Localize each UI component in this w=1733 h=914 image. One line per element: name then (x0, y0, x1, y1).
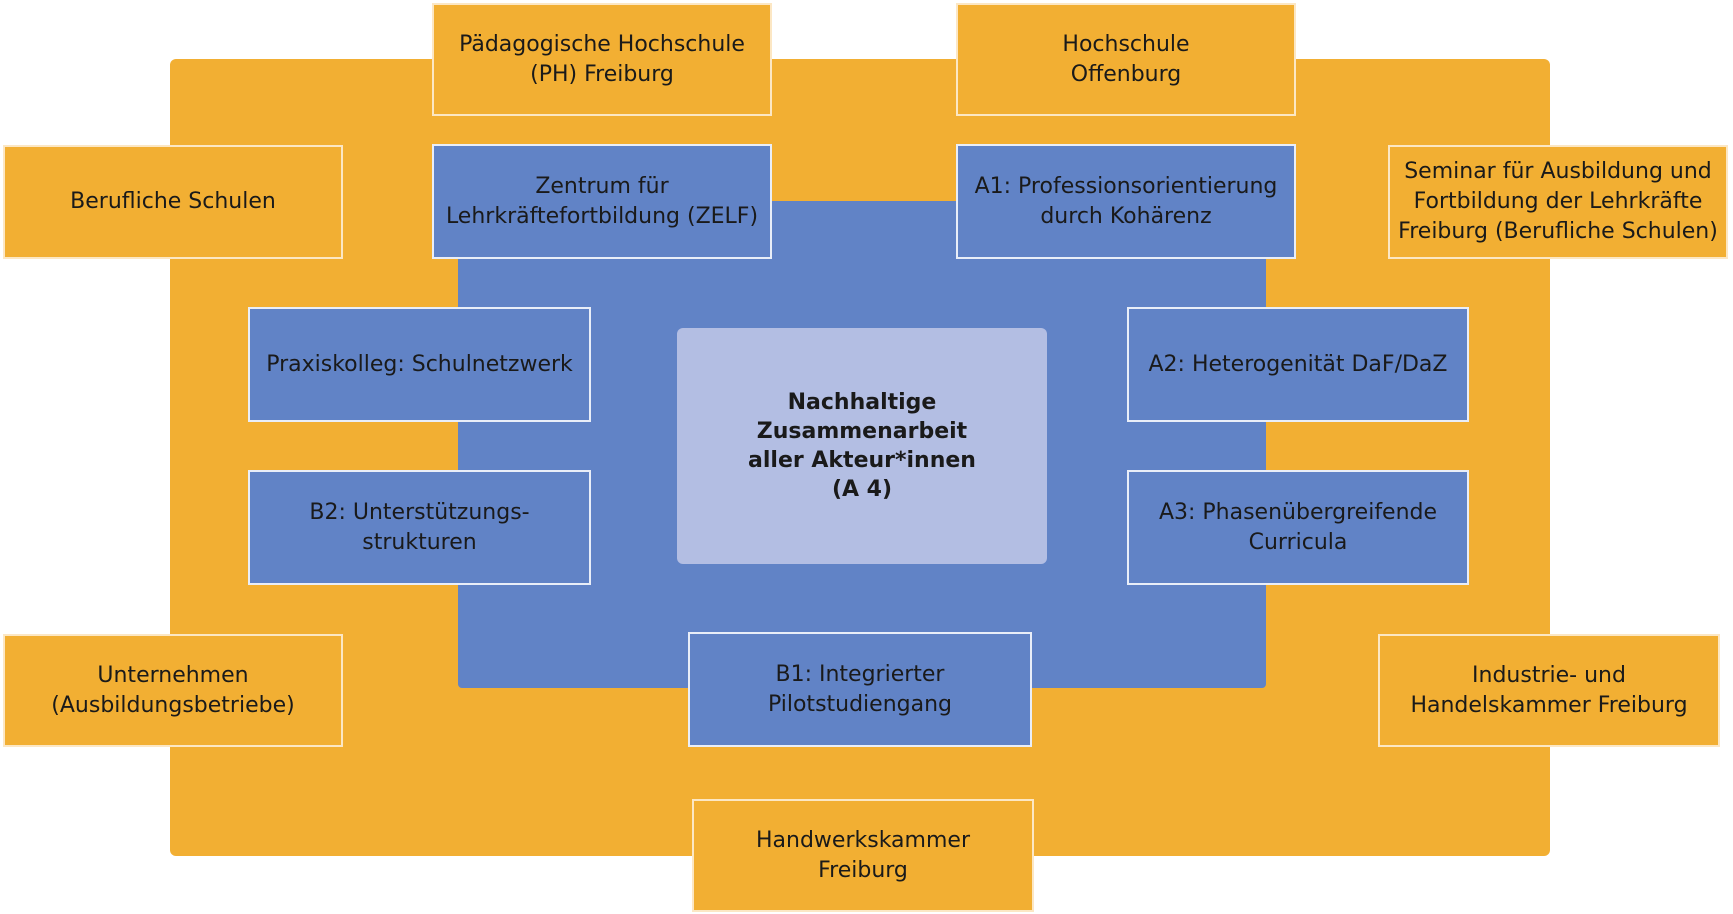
node-a1-label: A1: Professionsorientierung durch Kohäre… (974, 173, 1278, 229)
node-seminar: Seminar für Ausbildung und Fortbildung d… (1388, 145, 1728, 259)
node-b2-label: B2: Unterstützungs- strukturen (309, 499, 530, 555)
node-ph-freiburg: Pädagogische Hochschule (PH) Freiburg (432, 3, 772, 116)
node-zelf-label: Zentrum für Lehrkräftefortbildung (ZELF) (445, 173, 759, 229)
node-a1: A1: Professionsorientierung durch Kohäre… (956, 144, 1296, 259)
node-a3-label: A3: Phasenübergreifende Curricula (1158, 499, 1438, 555)
node-berufliche-schulen-label: Berufliche Schulen (70, 189, 276, 214)
node-a2: A2: Heterogenität DaF/DaZ (1127, 307, 1469, 422)
node-ihk-label: Industrie- und Handelskammer Freiburg (1410, 662, 1688, 718)
node-ph-freiburg-label: Pädagogische Hochschule (PH) Freiburg (459, 31, 745, 87)
node-unternehmen-label: Unternehmen (Ausbildungsbetriebe) (51, 662, 295, 718)
node-hochschule-offenburg: Hochschule Offenburg (956, 3, 1296, 116)
node-praxiskolleg-label: Praxiskolleg: Schulnetzwerk (266, 351, 573, 377)
node-b1: B1: Integrierter Pilotstudiengang (688, 632, 1032, 747)
node-berufliche-schulen: Berufliche Schulen (3, 145, 343, 259)
node-zelf: Zentrum für Lehrkräftefortbildung (ZELF) (432, 144, 772, 259)
node-praxiskolleg: Praxiskolleg: Schulnetzwerk (248, 307, 591, 422)
node-seminar-label: Seminar für Ausbildung und Fortbildung d… (1398, 159, 1718, 244)
node-unternehmen: Unternehmen (Ausbildungsbetriebe) (3, 634, 343, 747)
node-a3: A3: Phasenübergreifende Curricula (1127, 470, 1469, 585)
node-ihk: Industrie- und Handelskammer Freiburg (1378, 634, 1720, 747)
node-handwerkskammer-label: Handwerkskammer Freiburg (756, 827, 970, 883)
node-b1-label: B1: Integrierter Pilotstudiengang (767, 661, 953, 717)
node-b2: B2: Unterstützungs- strukturen (248, 470, 591, 585)
node-center-label: Nachhaltige Zusammenarbeit aller Akteur*… (748, 390, 976, 502)
node-center-a4: Nachhaltige Zusammenarbeit aller Akteur*… (677, 328, 1047, 564)
node-a2-label: A2: Heterogenität DaF/DaZ (1148, 351, 1448, 377)
node-hochschule-offenburg-label: Hochschule Offenburg (1062, 31, 1190, 87)
node-handwerkskammer: Handwerkskammer Freiburg (692, 799, 1034, 912)
